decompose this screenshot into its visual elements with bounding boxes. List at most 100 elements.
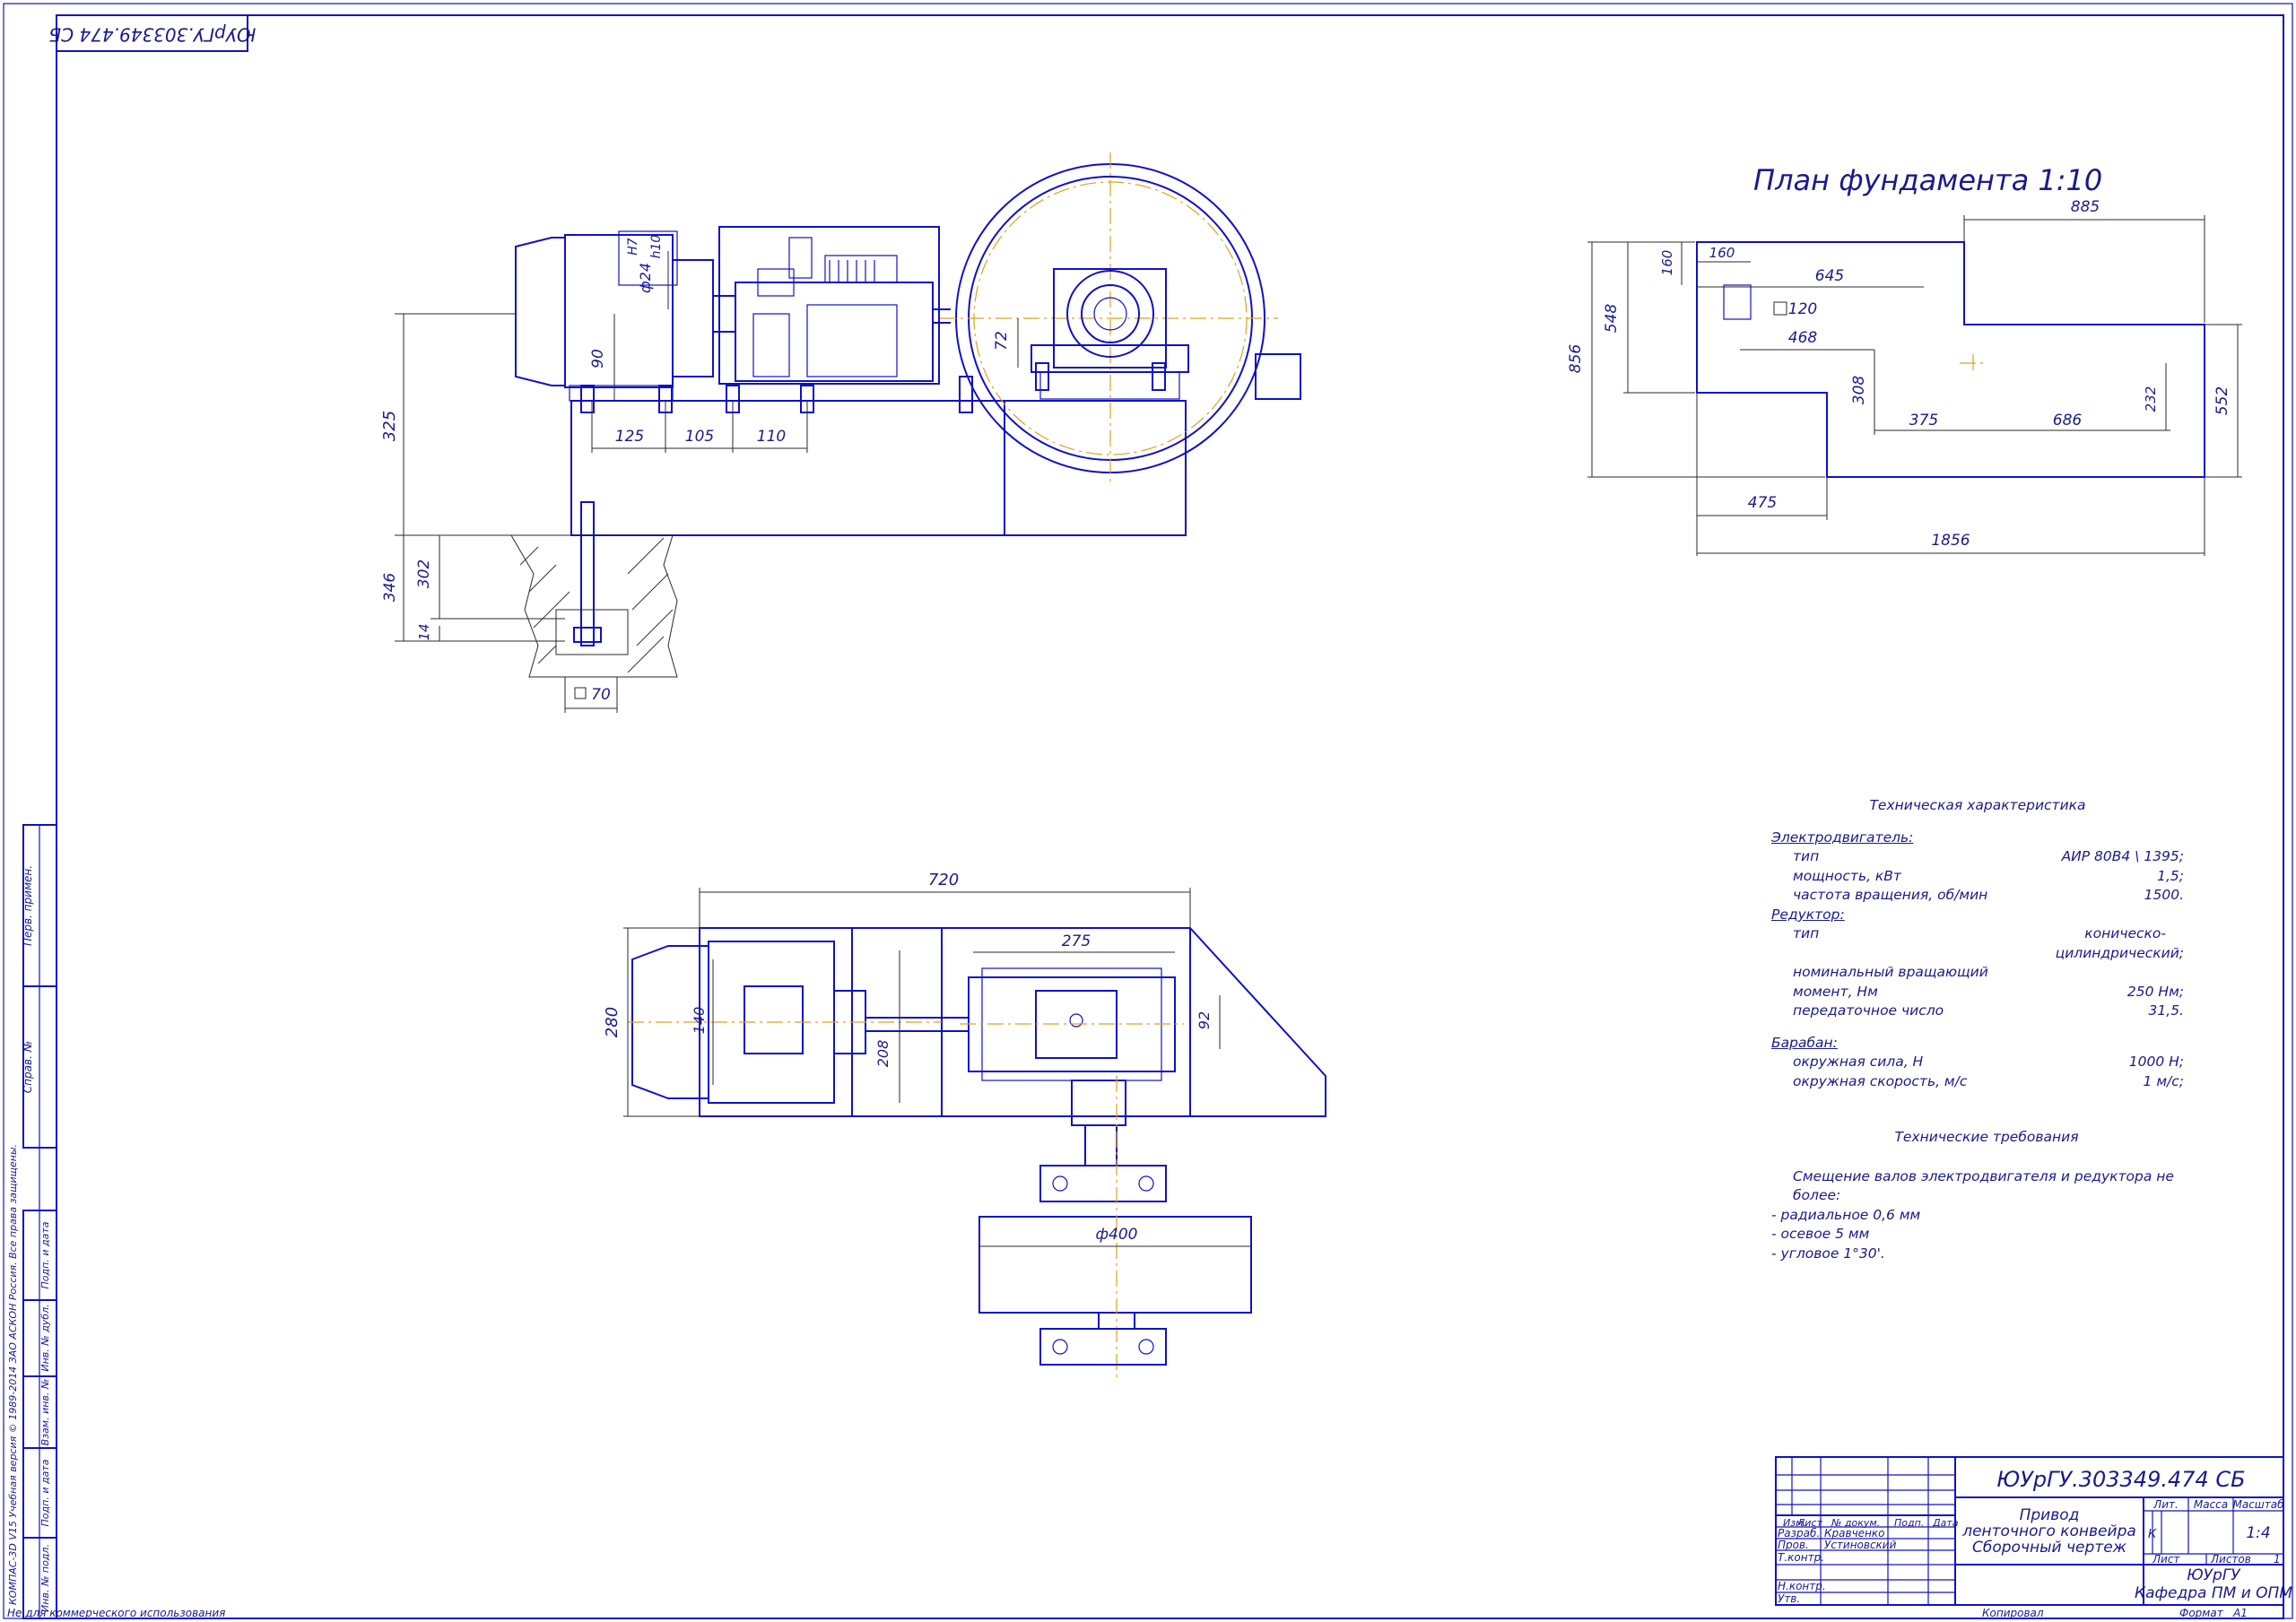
drum-force-row: окружная сила, Н 1000 Н;	[1771, 1053, 2184, 1072]
tech-spec: Техническая характеристика Электродвигат…	[1771, 796, 2184, 1091]
plan-dim-375: 375	[1909, 412, 1938, 429]
front-view: 325 90 72 125 105 110 346 302 14 70 ф24 …	[380, 152, 1301, 713]
top-dim-720: 720	[928, 871, 959, 889]
role-tkontr: Т.контр.	[1778, 1551, 1824, 1564]
title-line-1: Привод	[2020, 1506, 2080, 1524]
motor-speed-value: 1500.	[2144, 887, 2184, 903]
inner-frame	[56, 14, 2284, 1619]
drawing-code: ЮУрГУ.303349.474 СБ	[1996, 1467, 2245, 1492]
motor-speed-label: частота вращения, об/мин	[1793, 887, 1988, 903]
motor-type-value: АИР 80В4 \ 1395;	[2061, 848, 2184, 864]
litera: К	[2148, 1528, 2157, 1541]
university: ЮУрГУ	[2187, 1566, 2241, 1584]
plan-dim-856: 856	[1567, 344, 1585, 374]
top-dim-208: 208	[874, 1040, 891, 1068]
plan-dim-686: 686	[2053, 412, 2083, 429]
foundation-title: План фундамента 1:10	[1753, 163, 2102, 197]
plan-dim-645: 645	[1815, 267, 1844, 285]
format-label: Формат	[2179, 1607, 2224, 1619]
reducer-ratio-label: передаточное число	[1793, 1002, 1944, 1019]
plan-dim-160b: 160	[1709, 245, 1735, 261]
plan-dim-548: 548	[1603, 304, 1621, 334]
reducer-torque-label-row: номинальный вращающий	[1771, 963, 2184, 983]
department: Кафедра ПМ и ОПМ	[2135, 1584, 2292, 1602]
sheets-label: Листов	[2210, 1553, 2251, 1566]
header-scale: Масштаб	[2232, 1498, 2284, 1511]
plan-dim-885: 885	[2071, 198, 2100, 216]
stamp-podp-data-1: Подп. и дата	[39, 1221, 51, 1288]
reducer-type-label: тип	[1793, 925, 1820, 941]
header-lit: Лит.	[2152, 1498, 2179, 1511]
motor-type-label: тип	[1793, 848, 1820, 864]
requirement-line-3: - осевое 5 мм	[1771, 1226, 1870, 1242]
stamp-inv-podl: Инв. № подл.	[39, 1544, 51, 1612]
title-block: Изм. Лист № докум. Подп. Дата Разраб. Кр…	[1775, 1456, 2292, 1619]
drum-speed-value: 1 м/с;	[2143, 1072, 2184, 1089]
drum-heading: Барабан:	[1771, 1034, 1838, 1051]
reducer-type-value-1: коническо-	[2084, 925, 2166, 941]
motor-power-label: мощность, кВт	[1793, 867, 1901, 884]
col-list: Лист	[1796, 1517, 1822, 1529]
sheets-count: 1	[2274, 1553, 2281, 1566]
motor-heading: Электродвигатель:	[1771, 828, 1914, 846]
stamp-inv-dubl: Инв. № дубл.	[39, 1304, 51, 1371]
header-mass: Масса	[2194, 1498, 2228, 1511]
drum-force-value: 1000 Н;	[2128, 1054, 2184, 1070]
dim-70: 70	[591, 686, 611, 704]
reducer-ratio-row: передаточное число 31,5.	[1771, 1002, 2184, 1021]
name-prov: Устиновский	[1824, 1539, 1897, 1551]
top-dim-140: 140	[691, 1007, 708, 1035]
plan-dim-308: 308	[1850, 376, 1868, 405]
reducer-type-row: тип коническо-	[1771, 924, 2184, 944]
col-izm: Изм.	[1783, 1517, 1806, 1529]
motor-speed-row: частота вращения, об/мин 1500.	[1771, 886, 2184, 906]
requirement-line-4: - угловое 1°30'.	[1771, 1245, 1885, 1262]
dim-302: 302	[415, 559, 433, 588]
role-razrab: Разраб.	[1778, 1527, 1820, 1540]
plan-dim-468: 468	[1788, 329, 1818, 347]
plan-dim-1856: 1856	[1931, 532, 1970, 550]
footer-note: Не для коммерческого использования	[7, 1607, 225, 1619]
dim-325: 325	[380, 411, 399, 441]
scale-value: 1:4	[2246, 1524, 2270, 1542]
sheet-label: Лист	[2152, 1553, 2180, 1566]
reducer-type-row-2: цилиндрический;	[1771, 944, 2184, 964]
drum-force-label: окружная сила, Н	[1793, 1054, 1924, 1070]
fit-upper: H7	[626, 238, 640, 256]
dim-72: 72	[993, 331, 1011, 351]
software-note: КОМПАС-3D V15 Учебная версия © 1989-2014…	[7, 1144, 19, 1605]
top-dim-400: ф400	[1096, 1226, 1138, 1244]
title-line-3: Сборочный чертеж	[1972, 1539, 2127, 1557]
plan-dim-475: 475	[1748, 494, 1777, 512]
tech-spec-title: Техническая характеристика	[1869, 797, 2086, 813]
reducer-torque-label-1: номинальный вращающий	[1793, 964, 1988, 980]
stamp-perv-primen: Перв. примен.	[22, 865, 34, 946]
reducer-ratio-value: 31,5.	[2148, 1002, 2184, 1019]
plan-dim-552: 552	[2213, 386, 2231, 415]
requirement-line-2: - радиальное 0,6 мм	[1771, 1206, 1921, 1223]
dim-105: 105	[685, 428, 714, 446]
plan-dim-160a: 160	[1659, 250, 1675, 276]
dim-346: 346	[381, 573, 399, 603]
dim-125: 125	[615, 428, 644, 446]
rotated-code: ЮУрГУ.303349.474 СБ	[48, 24, 256, 46]
stamp-vzam-inv: Взам. инв. №	[39, 1379, 51, 1446]
stamp-podp-data-2: Подп. и дата	[39, 1459, 51, 1526]
rotated-code-box	[56, 14, 248, 52]
col-doc: № докум.	[1831, 1517, 1880, 1529]
role-utv: Утв.	[1778, 1592, 1800, 1605]
foundation-plan: План фундамента 1:10 856 548 885 160 160…	[1567, 163, 2242, 556]
requirements-title: Технические требования	[1894, 1129, 2079, 1145]
dim-14: 14	[416, 623, 432, 640]
role-nkontr: Н.контр.	[1778, 1580, 1826, 1592]
reducer-heading: Редуктор:	[1771, 906, 1845, 923]
reducer-torque-label-2: момент, Нм	[1793, 983, 1878, 1000]
fit-lower: h10	[649, 235, 664, 259]
top-dim-92: 92	[1196, 1011, 1213, 1029]
col-podp: Подп.	[1894, 1517, 1924, 1529]
dim-90: 90	[589, 349, 607, 369]
